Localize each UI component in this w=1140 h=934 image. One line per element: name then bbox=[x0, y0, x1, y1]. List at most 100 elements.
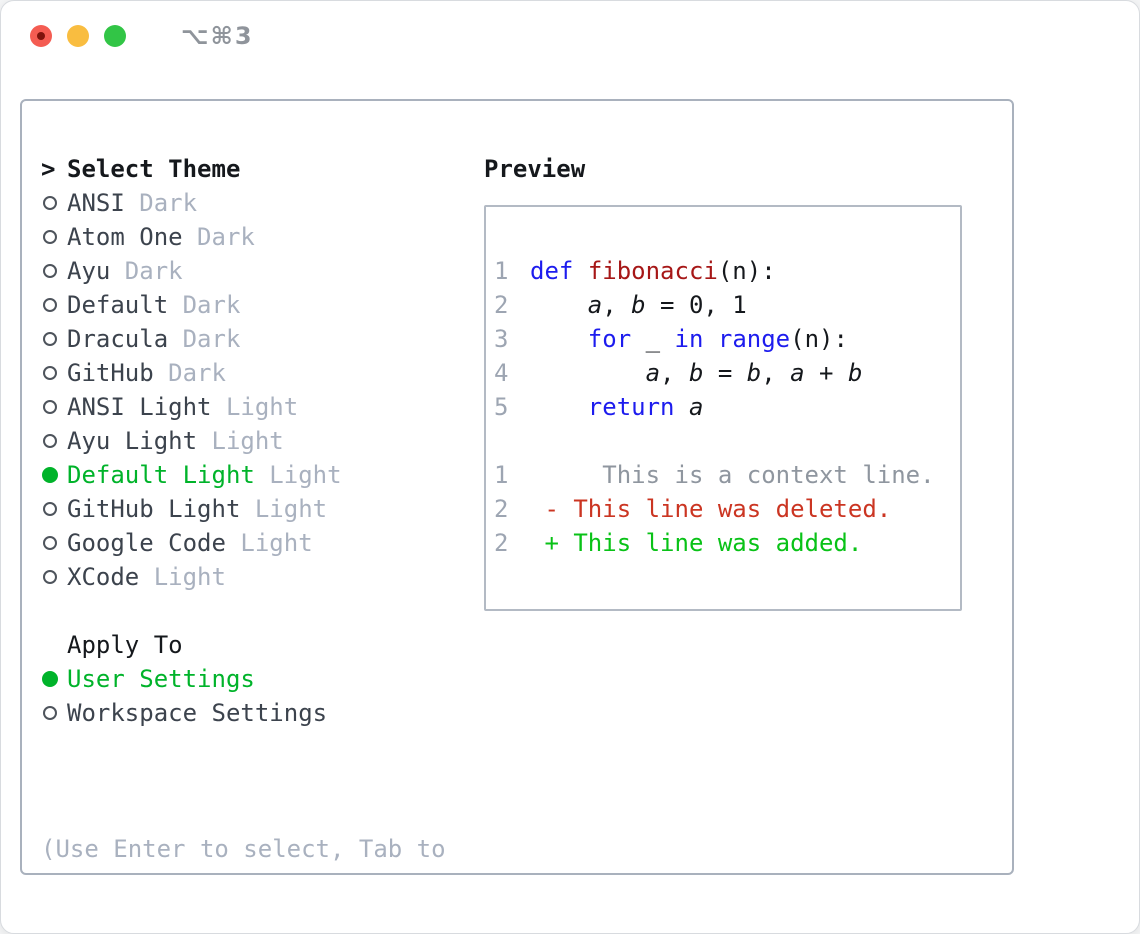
theme-option-google-code[interactable]: Google Code Light bbox=[41, 526, 484, 560]
diff-text: - This line was deleted. bbox=[530, 495, 892, 523]
theme-variant-tag: Dark bbox=[168, 359, 226, 387]
diff-text: + This line was added. bbox=[530, 529, 863, 557]
radio-icon bbox=[41, 196, 67, 210]
selected-radio-icon bbox=[41, 467, 67, 483]
radio-icon bbox=[41, 502, 67, 516]
code-token: , bbox=[660, 359, 689, 387]
code-token: b bbox=[847, 359, 863, 387]
code-token bbox=[703, 325, 717, 353]
theme-name: ANSI Light bbox=[67, 393, 226, 421]
apply-to-label: Apply To bbox=[67, 631, 183, 659]
code-token: = 0, 1 bbox=[645, 291, 747, 319]
theme-option-dracula[interactable]: Dracula Dark bbox=[41, 322, 484, 356]
apply-option-user-settings[interactable]: User Settings bbox=[41, 662, 484, 696]
theme-variant-tag: Dark bbox=[124, 257, 183, 285]
code-token: a bbox=[645, 359, 661, 387]
selected-radio-icon bbox=[41, 671, 67, 687]
code-token: + bbox=[804, 359, 848, 387]
line-number: 1 bbox=[494, 257, 509, 285]
select-theme-label: Select Theme bbox=[67, 155, 241, 183]
line-number: 2 bbox=[494, 495, 509, 523]
diff-text: This is a context line. bbox=[530, 461, 935, 489]
code-line: 5 return a bbox=[494, 390, 956, 424]
code-token: = bbox=[703, 359, 747, 387]
code-token: a bbox=[587, 291, 603, 319]
radio-icon bbox=[41, 536, 67, 550]
line-number: 1 bbox=[494, 461, 509, 489]
theme-option-default[interactable]: Default Dark bbox=[41, 288, 484, 322]
theme-name: Ayu Light bbox=[67, 427, 212, 455]
theme-name: GitHub bbox=[67, 359, 169, 387]
diff-preview: 1 This is a context line.2 - This line w… bbox=[494, 458, 956, 560]
theme-variant-tag: Light bbox=[225, 393, 299, 421]
radio-icon bbox=[41, 298, 67, 312]
diff-line-context: 1 This is a context line. bbox=[494, 458, 956, 492]
theme-option-ayu-light[interactable]: Ayu Light Light bbox=[41, 424, 484, 458]
minimize-button[interactable] bbox=[67, 25, 89, 47]
apply-option-label: User Settings bbox=[67, 665, 255, 693]
code-token: _ bbox=[631, 325, 675, 353]
theme-variant-tag: Light bbox=[254, 495, 328, 523]
theme-name: GitHub Light bbox=[67, 495, 255, 523]
theme-variant-tag: Light bbox=[269, 461, 342, 489]
theme-name: Dracula bbox=[67, 325, 183, 353]
help-text: (Use Enter to select, Tab to change focu… bbox=[41, 764, 484, 933]
theme-option-default-light[interactable]: Default Light Light bbox=[41, 458, 484, 492]
theme-option-xcode[interactable]: XCode Light bbox=[41, 560, 484, 594]
radio-icon bbox=[41, 434, 67, 448]
code-token: def bbox=[530, 257, 574, 285]
theme-option-ansi-light[interactable]: ANSI Light Light bbox=[41, 390, 484, 424]
code-token: , bbox=[602, 291, 632, 319]
radio-icon bbox=[41, 264, 67, 278]
theme-option-github[interactable]: GitHub Dark bbox=[41, 356, 484, 390]
radio-icon bbox=[41, 230, 67, 244]
theme-name: Default bbox=[67, 291, 183, 319]
apply-option-workspace-settings[interactable]: Workspace Settings bbox=[41, 696, 484, 730]
code-token bbox=[675, 393, 689, 421]
code-token: a bbox=[790, 359, 805, 387]
theme-variant-tag: Dark bbox=[182, 325, 241, 353]
line-number: 3 bbox=[494, 325, 509, 353]
code-token: b bbox=[746, 359, 762, 387]
code-line: 3 for _ in range(n): bbox=[494, 322, 956, 356]
radio-icon bbox=[41, 570, 67, 584]
help-line-1: (Use Enter to select, Tab to bbox=[41, 835, 446, 863]
spacer bbox=[494, 424, 956, 458]
code-token: return bbox=[587, 393, 675, 421]
code-token bbox=[530, 325, 588, 353]
theme-option-atom-one[interactable]: Atom One Dark bbox=[41, 220, 484, 254]
theme-name: ANSI bbox=[67, 189, 140, 217]
code-line: 4 a, b = b, a + b bbox=[494, 356, 956, 390]
line-number: 2 bbox=[494, 529, 509, 557]
close-button[interactable] bbox=[30, 25, 52, 47]
title-bar: ⌥⌘3 bbox=[1, 1, 1139, 71]
code-token: , bbox=[761, 359, 791, 387]
theme-option-ayu[interactable]: Ayu Dark bbox=[41, 254, 484, 288]
diff-line-deleted: 2 - This line was deleted. bbox=[494, 492, 956, 526]
radio-icon bbox=[41, 332, 67, 346]
theme-name: XCode bbox=[67, 563, 154, 591]
code-token bbox=[530, 393, 588, 421]
theme-name: Default Light bbox=[67, 461, 270, 489]
theme-option-github-light[interactable]: GitHub Light Light bbox=[41, 492, 484, 526]
apply-option-label: Workspace Settings bbox=[67, 699, 328, 727]
code-token: (n): bbox=[790, 325, 848, 353]
zoom-button[interactable] bbox=[104, 25, 126, 47]
code-token: in bbox=[674, 325, 704, 353]
theme-variant-tag: Dark bbox=[197, 223, 255, 251]
spacer bbox=[41, 594, 484, 628]
code-token: b bbox=[688, 359, 704, 387]
theme-variant-tag: Light bbox=[211, 427, 284, 455]
code-token bbox=[530, 291, 588, 319]
select-theme-header: > Select Theme bbox=[41, 152, 484, 186]
radio-icon bbox=[41, 366, 67, 380]
theme-option-ansi[interactable]: ANSI Dark bbox=[41, 186, 484, 220]
window-title: ⌥⌘3 bbox=[181, 22, 254, 50]
